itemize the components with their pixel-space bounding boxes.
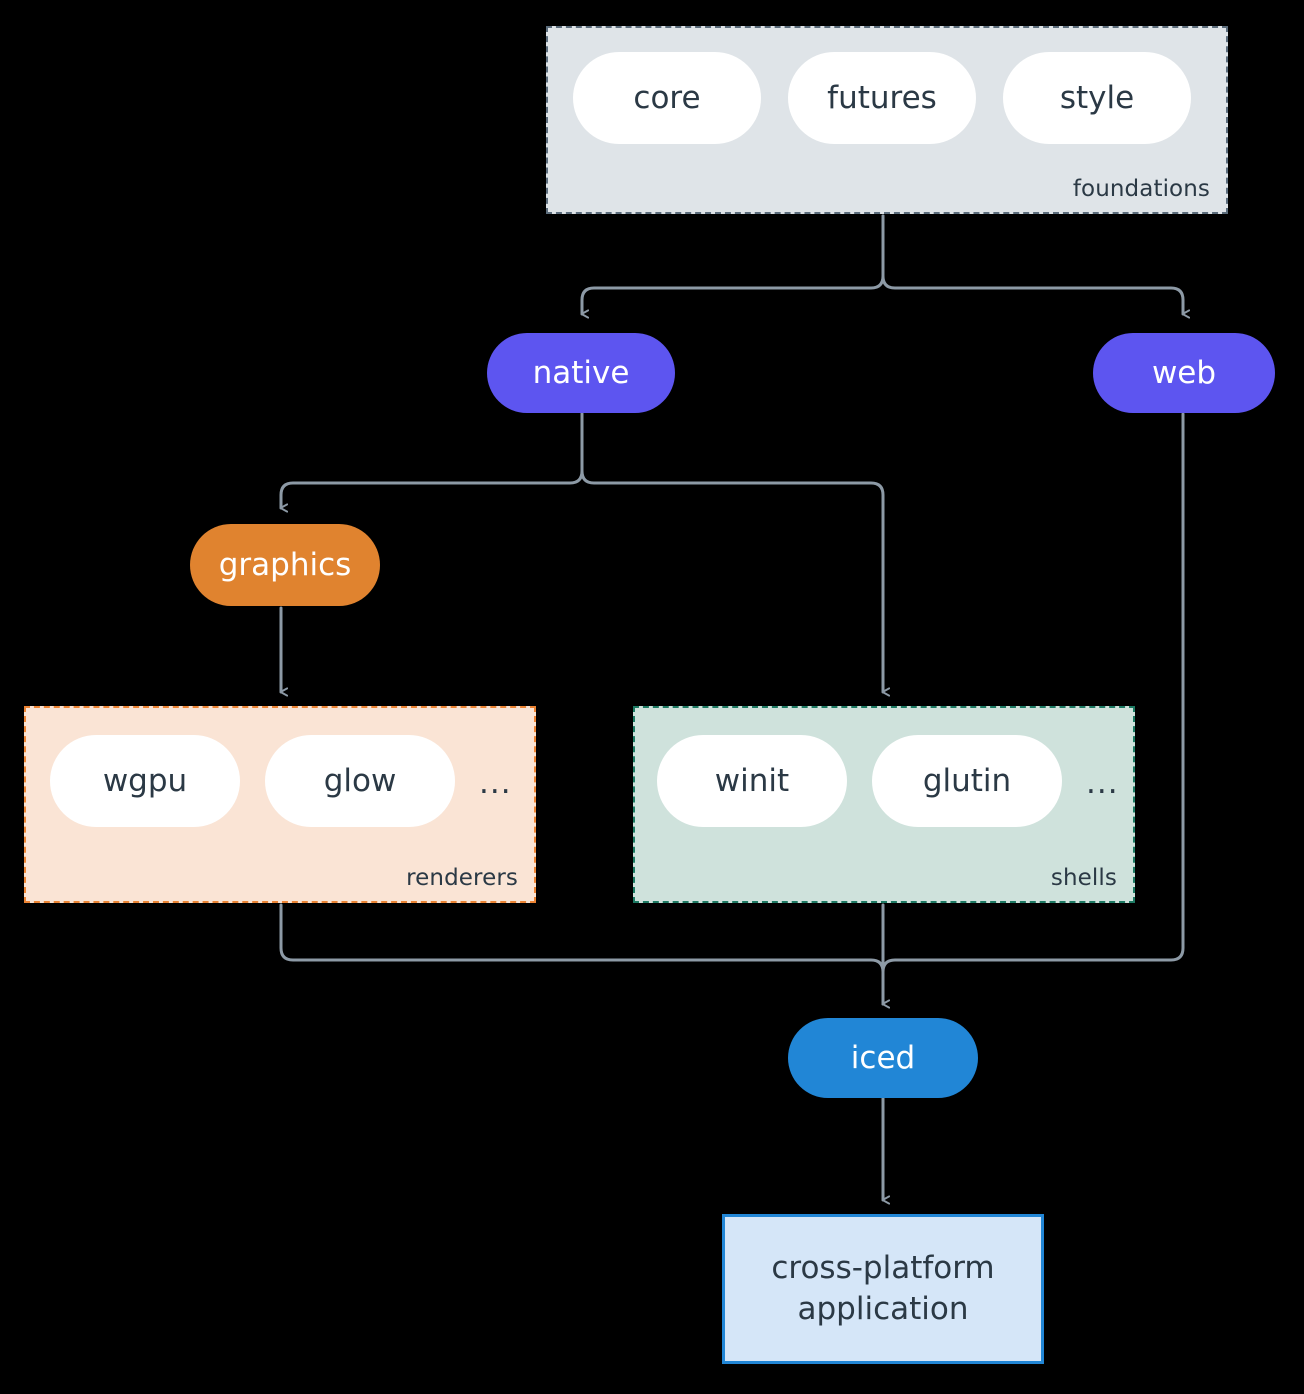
pill-glutin[interactable]: glutin bbox=[872, 735, 1062, 827]
edge-foundations-to-native bbox=[580, 214, 885, 314]
edge-native-to-shells bbox=[580, 412, 883, 692]
shells-more-ellipsis: ... bbox=[1086, 765, 1119, 801]
edge-renderers-to-iced bbox=[279, 903, 883, 1004]
node-cross-platform-application[interactable]: cross-platform application bbox=[722, 1214, 1044, 1364]
application-label-line1: cross-platform bbox=[771, 1249, 995, 1286]
edge-foundations-to-web bbox=[881, 214, 1183, 314]
node-graphics[interactable]: graphics bbox=[190, 524, 380, 606]
group-label-renderers: renderers bbox=[406, 865, 518, 891]
renderers-more-ellipsis: ... bbox=[479, 765, 512, 801]
pill-wgpu[interactable]: wgpu bbox=[50, 735, 240, 827]
node-web[interactable]: web bbox=[1093, 333, 1275, 413]
edge-native-to-graphics bbox=[279, 412, 584, 508]
application-label-line2: application bbox=[797, 1291, 969, 1327]
pill-core[interactable]: core bbox=[573, 52, 761, 144]
group-label-foundations: foundations bbox=[1072, 176, 1210, 202]
pill-futures[interactable]: futures bbox=[788, 52, 976, 144]
pill-glow[interactable]: glow bbox=[265, 735, 455, 827]
group-label-shells: shells bbox=[1050, 865, 1117, 891]
pill-style[interactable]: style bbox=[1003, 52, 1191, 144]
node-iced[interactable]: iced bbox=[788, 1018, 978, 1098]
pill-winit[interactable]: winit bbox=[657, 735, 847, 827]
node-native[interactable]: native bbox=[487, 333, 675, 413]
